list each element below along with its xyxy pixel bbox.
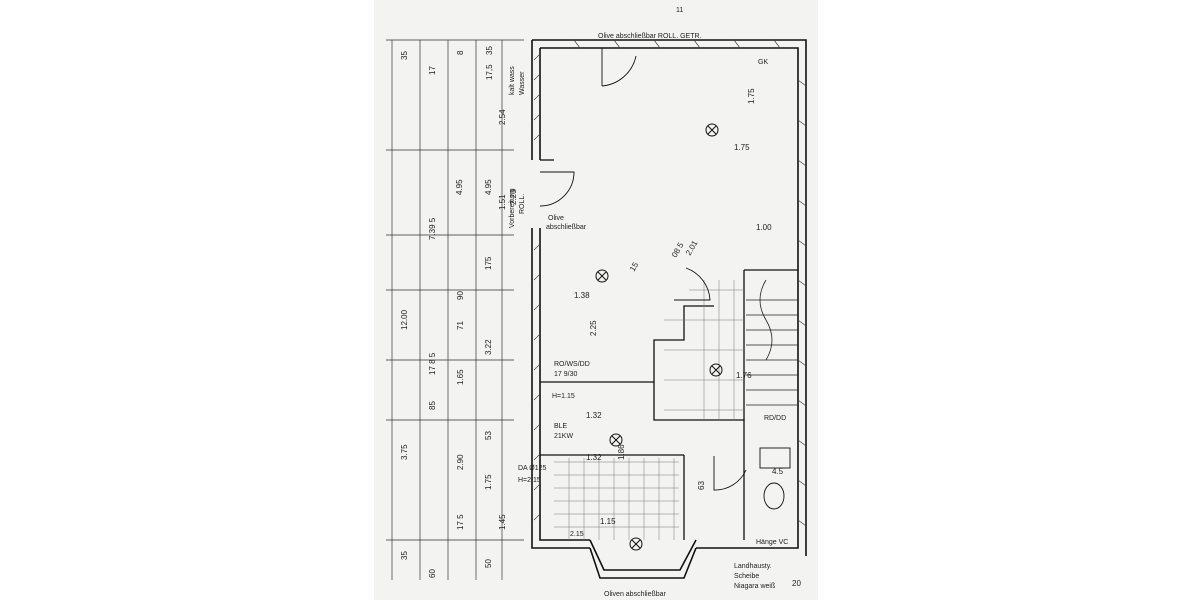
dim: 12.00 xyxy=(400,309,409,330)
dim: 2.20 xyxy=(509,189,518,205)
dim: 3.22 xyxy=(484,339,493,355)
tile-grid xyxy=(554,280,744,540)
doors xyxy=(539,48,747,491)
dim: 17 5 xyxy=(456,514,465,530)
label-rd: RD/DD xyxy=(764,415,786,422)
dim: 85 xyxy=(428,401,437,410)
dim: 1.45 xyxy=(498,514,507,530)
wall-hatching xyxy=(533,39,807,527)
dim: 1.75 xyxy=(747,88,756,104)
dim: 1.65 xyxy=(456,369,465,385)
dim: 1.76 xyxy=(736,371,752,380)
dim: 4.95 xyxy=(484,179,493,195)
dim: 17,5 xyxy=(485,64,494,80)
dim: 20 xyxy=(792,579,801,588)
dim: 35 xyxy=(400,51,409,60)
label-ble: BLE xyxy=(554,423,568,430)
label-haenge-vc: Hänge VC xyxy=(756,539,788,546)
dim: 63 xyxy=(697,481,706,490)
label-roll: ROLL. xyxy=(519,194,526,214)
dim: 2.25 xyxy=(589,320,598,336)
dim: 1.51 xyxy=(498,194,507,210)
dim: 17 xyxy=(428,66,437,75)
label-scheibe: Scheibe xyxy=(734,573,759,580)
label-olive: Olive xyxy=(548,215,564,222)
label-skw: 21KW xyxy=(554,433,573,440)
dim: 175 xyxy=(484,256,493,270)
dim: 4.95 xyxy=(455,179,464,195)
label-h215b: 2.15 xyxy=(570,531,584,538)
dim: 7.39 5 xyxy=(428,217,437,240)
dim: 35 xyxy=(400,551,409,560)
dim: 35 xyxy=(485,46,494,55)
label-wasser: Wasser xyxy=(519,71,526,95)
sanitary-fixtures xyxy=(759,447,791,510)
dim: 2.01 xyxy=(684,239,700,257)
dim: 1.32 xyxy=(586,411,602,420)
label-gk: GK xyxy=(758,59,768,66)
label-kaltwasser: kalt wass xyxy=(509,66,516,95)
label-ro-ws-dd: RO/WS/DD xyxy=(554,361,590,368)
label-olive-lock: abschließbar xyxy=(546,224,587,231)
dimension-texts: 35 17 8 35 17,5 2.54 4.95 4.95 1.51 2.20… xyxy=(400,46,801,588)
dim: 2.90 xyxy=(456,454,465,470)
dim: 1.75 xyxy=(484,474,493,490)
dim: 50 xyxy=(484,559,493,568)
staircase xyxy=(746,279,798,406)
label-h215: H=2.15 xyxy=(518,477,541,484)
dim: 15 xyxy=(628,260,641,273)
dim: 8 xyxy=(456,50,465,55)
dim: 53 xyxy=(484,431,493,440)
dim: 1.38 xyxy=(574,291,590,300)
annotations: Olive abschließbar ROLL. GETR. 11 kalt w… xyxy=(509,7,788,598)
dim: 1.32 xyxy=(586,453,602,462)
exterior-walls xyxy=(531,39,807,579)
bottom-note: Oliven abschließbar xyxy=(604,591,667,598)
dim: 4.5 xyxy=(772,467,784,476)
dimension-lines xyxy=(386,39,524,580)
floor-plan: 35 17 8 35 17,5 2.54 4.95 4.95 1.51 2.20… xyxy=(386,7,807,598)
dim: 1.75 xyxy=(734,143,750,152)
dim: 1.00 xyxy=(756,223,772,232)
dim: 71 xyxy=(456,321,465,330)
label-niagara: Niagara weiß xyxy=(734,583,775,590)
dim: 1.15 xyxy=(600,517,616,526)
dim: 17 8 5 xyxy=(428,352,437,375)
dim: 1.86 xyxy=(617,444,626,460)
dim: 90 xyxy=(456,291,465,300)
dim: 60 xyxy=(428,569,437,578)
label-h115: H=1.15 xyxy=(552,393,575,400)
label-landhaus: Landhausty. xyxy=(734,563,772,570)
label-vorbereitung: Vorbereitung xyxy=(509,188,516,228)
label-ro-ws-dd-dims: 17 9/30 xyxy=(554,371,577,378)
dim: 3.75 xyxy=(400,444,409,460)
top-note: Olive abschließbar ROLL. GETR. xyxy=(598,33,702,40)
dim: 08 5 xyxy=(670,241,686,259)
interior-walls xyxy=(540,159,798,540)
dim: 2.54 xyxy=(498,109,507,125)
label-da125: DA Ø125 xyxy=(518,465,547,472)
page-number: 11 xyxy=(676,7,683,14)
light-fixtures xyxy=(595,123,723,551)
